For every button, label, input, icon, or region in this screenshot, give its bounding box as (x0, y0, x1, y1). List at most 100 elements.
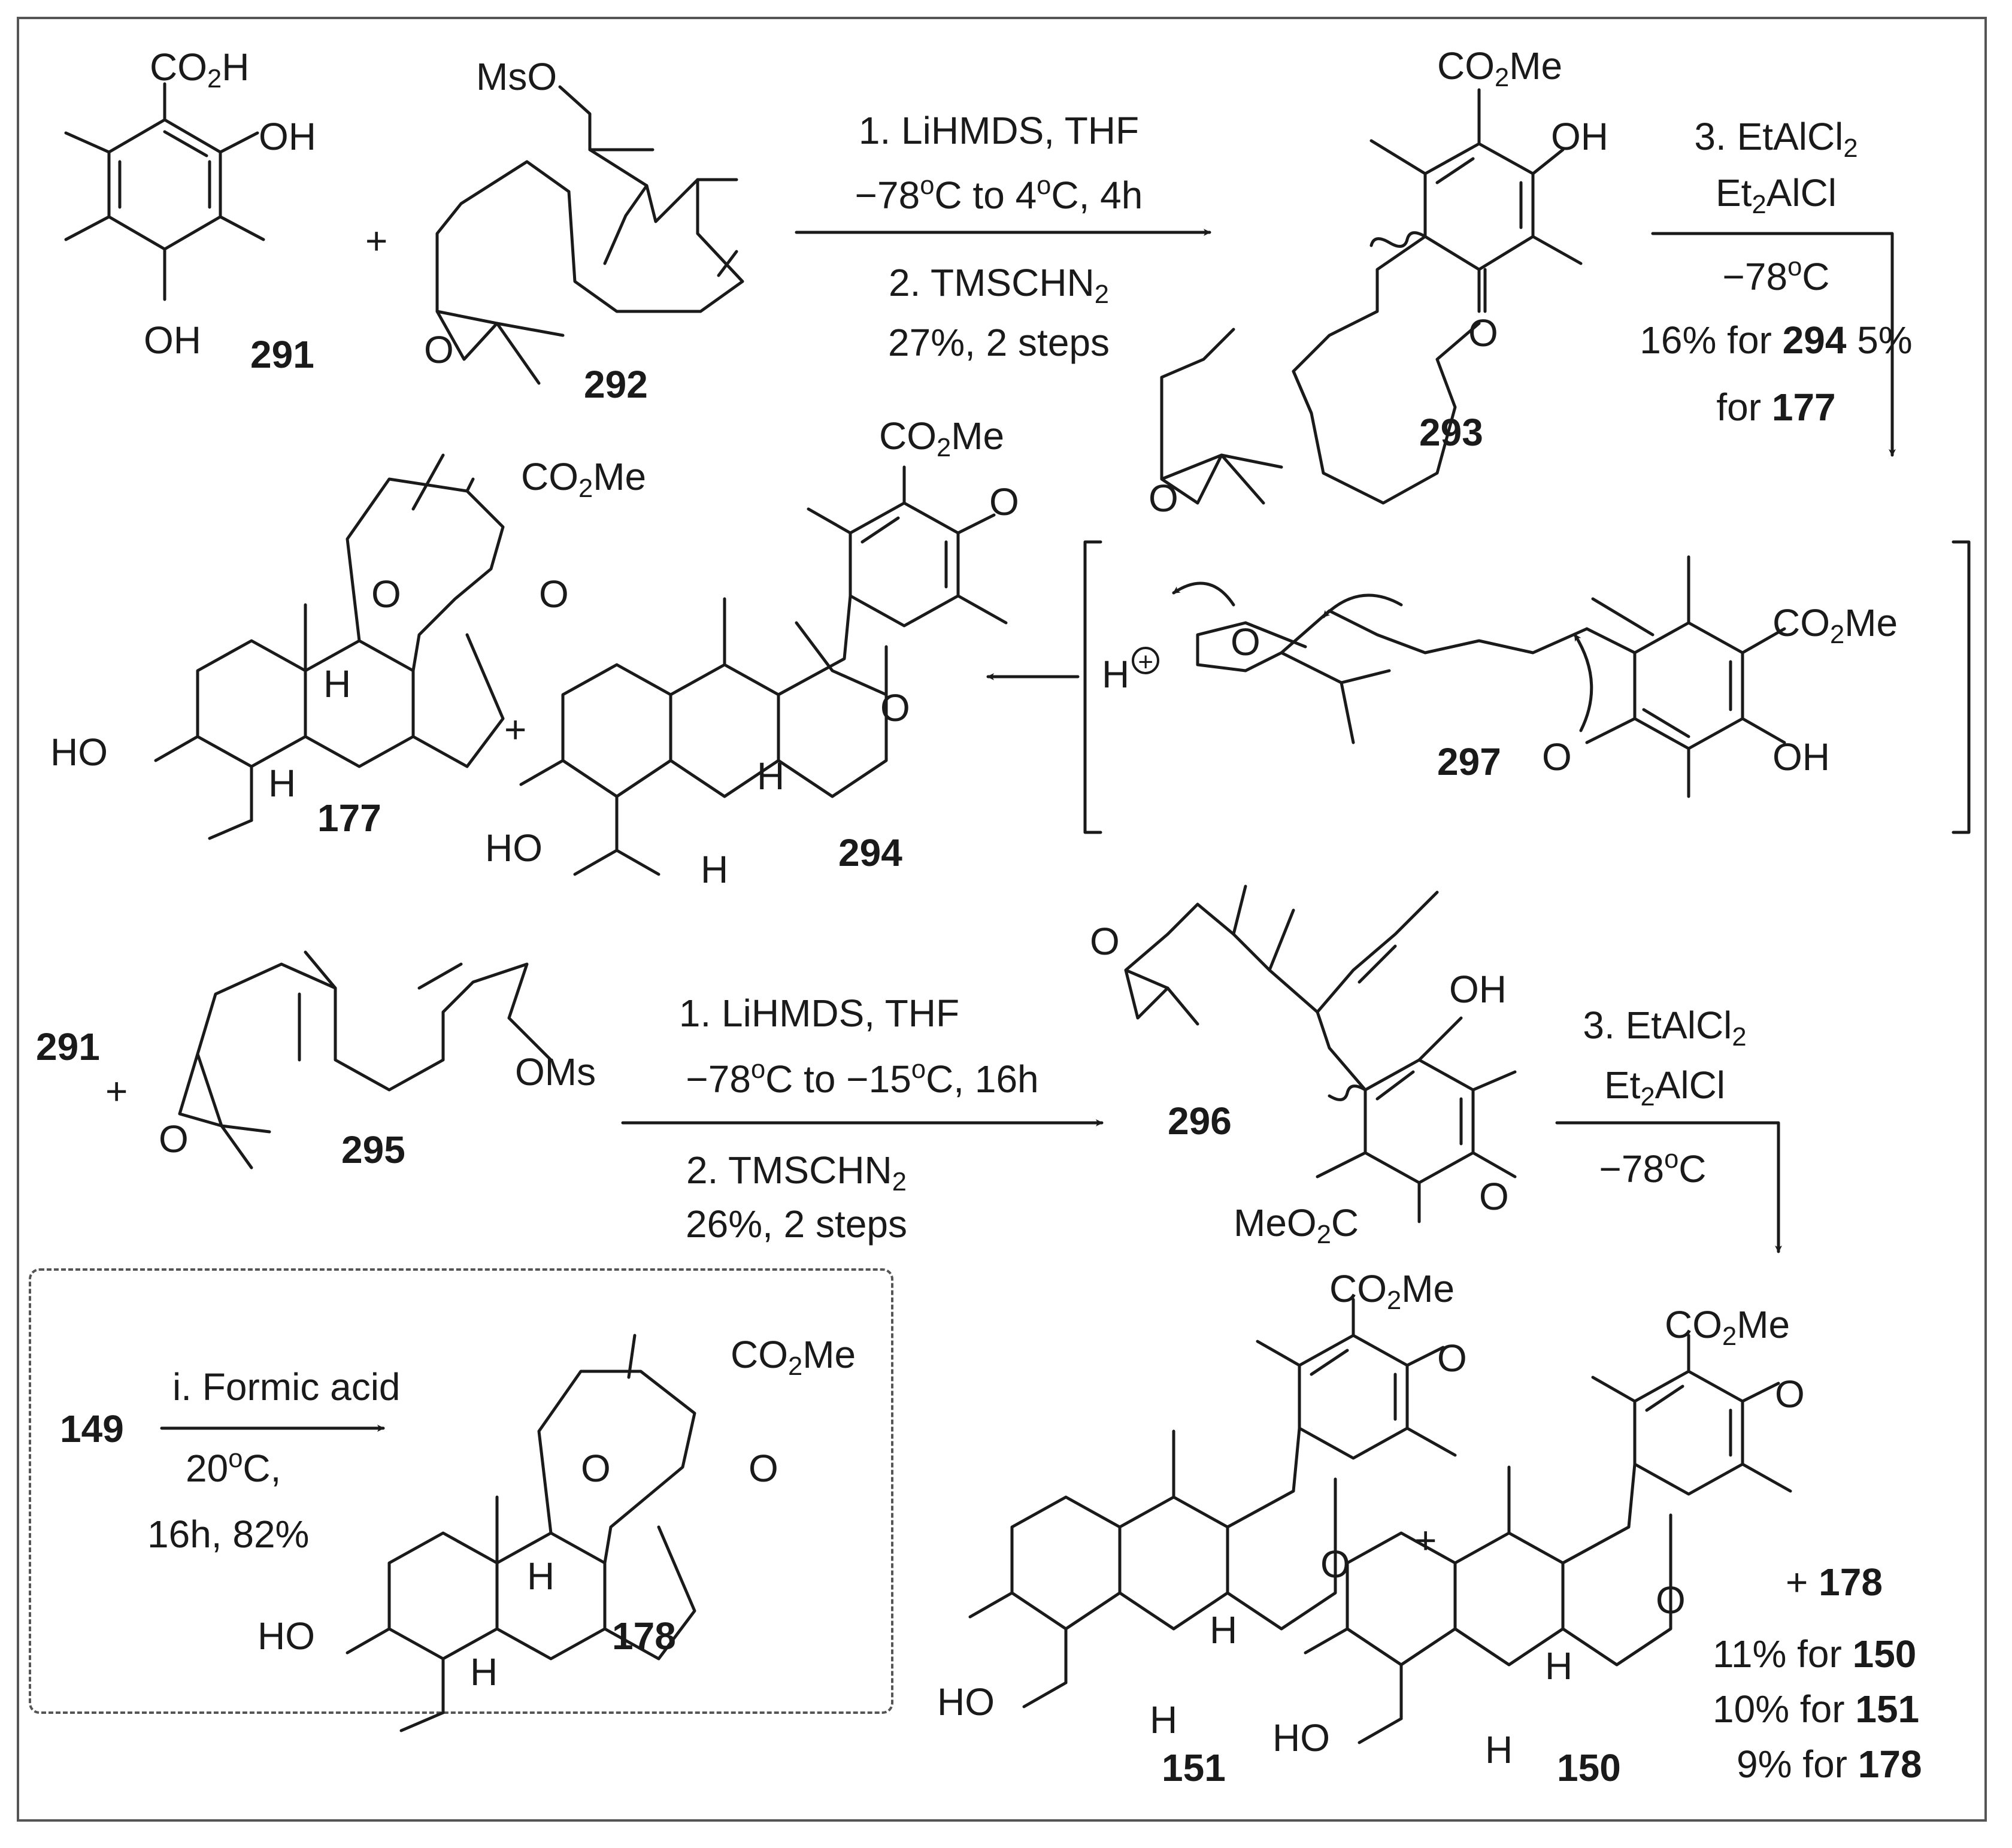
group-h-151-lower: H (1150, 1698, 1178, 1741)
plus-sign-1: + (365, 219, 388, 262)
group-oh-293: OH (1551, 115, 1608, 158)
step3a-line5: for 177 (1716, 386, 1836, 429)
step1-line2: −78oC to 4oC, 4h (855, 171, 1143, 217)
group-o-293: O (1468, 311, 1498, 355)
compound-label-149: 149 (60, 1407, 124, 1450)
group-co2me-293: CO2Me (1437, 44, 1563, 93)
group-h-294: H (757, 755, 785, 798)
step1b-line2: −78oC to −15oC, 16h (686, 1055, 1039, 1101)
compound-label-151: 151 (1162, 1746, 1226, 1789)
group-h-151: H (1210, 1608, 1238, 1652)
group-oh-291-bottom: OH (144, 319, 201, 362)
group-oh-296: OH (1449, 968, 1507, 1011)
molecule-291 (64, 82, 265, 301)
group-ho-178: HO (257, 1614, 315, 1658)
step1b-line4: 26%, 2 steps (686, 1202, 907, 1246)
molecule-177 (154, 453, 505, 840)
plus-sign-3: + (105, 1070, 128, 1113)
group-o-294-ketone: O (989, 480, 1019, 523)
group-mso-292: MsO (476, 55, 557, 98)
group-oh-291-top: OH (259, 115, 316, 158)
arrow-step3-bottom (1555, 1121, 1782, 1253)
group-co2me-297: CO2Me (1772, 601, 1898, 650)
compound-label-177: 177 (317, 796, 381, 840)
group-o-296: O (1479, 1175, 1509, 1218)
group-o-151-ring: O (1320, 1543, 1350, 1586)
group-meo2c-296: MeO2C (1234, 1201, 1359, 1250)
group-co2me-150: CO2Me (1665, 1303, 1790, 1352)
group-oms-295: OMs (515, 1050, 596, 1093)
group-o-177-b: O (539, 572, 569, 616)
formic-line3: 16h, 82% (147, 1513, 310, 1556)
molecule-150 (1304, 1334, 1792, 1744)
group-o-177-a: O (371, 572, 401, 616)
step1b-line3: 2. TMSCHN2 (686, 1149, 907, 1197)
group-o-296-epoxide: O (1090, 920, 1120, 963)
group-o-292: O (424, 328, 454, 371)
group-o-294-ring: O (880, 686, 910, 729)
group-co2me-294: CO2Me (879, 414, 1005, 463)
group-h-294-lower: H (701, 848, 729, 891)
compound-label-294: 294 (838, 831, 902, 874)
yield-151: 10% for 151 (1713, 1688, 1920, 1731)
step1-line1: 1. LiHMDS, THF (858, 109, 1140, 152)
group-h-150: H (1545, 1644, 1573, 1688)
step3a-line1: 3. EtAlCl2 (1694, 115, 1858, 163)
scheme-frame (17, 17, 1987, 1822)
molecule-295 (178, 950, 553, 1170)
group-h-178-lower: H (470, 1650, 498, 1694)
arrow-step3-top (1651, 232, 1896, 457)
group-ho-151: HO (937, 1680, 995, 1723)
group-o-293-epoxide: O (1149, 477, 1178, 520)
compound-label-296: 296 (1168, 1099, 1232, 1143)
step3b-line1: 3. EtAlCl2 (1583, 1004, 1747, 1052)
group-o-150-ring: O (1656, 1579, 1686, 1622)
group-o-297-ketone: O (1542, 735, 1572, 778)
molecule-294 (519, 465, 1008, 876)
molecule-297 (1172, 555, 1786, 798)
group-ho-150: HO (1272, 1716, 1330, 1759)
step1-line4: 27%, 2 steps (888, 321, 1110, 364)
compound-label-295: 295 (341, 1128, 405, 1171)
group-o-295: O (159, 1117, 189, 1161)
plus-sign-2: + (504, 708, 527, 751)
step1-line3: 2. TMSCHN2 (889, 261, 1109, 310)
molecule-296 (1124, 884, 1517, 1223)
group-ho-294: HO (485, 826, 543, 870)
group-co2me-177: CO2Me (521, 455, 647, 504)
bracket-right (1952, 540, 1971, 834)
compound-label-293: 293 (1419, 411, 1483, 454)
proton-label: H+ (1102, 647, 1160, 693)
group-o-151-ketone: O (1437, 1337, 1467, 1380)
compound-label-292: 292 (584, 363, 648, 406)
molecule-151 (968, 1298, 1457, 1708)
group-o-297-epoxide: O (1231, 620, 1260, 664)
group-co2h-291: CO2H (150, 46, 250, 94)
group-o-178-a: O (581, 1447, 611, 1490)
molecule-178 (346, 1334, 696, 1732)
group-h-178: H (527, 1555, 555, 1598)
step3a-line3: −78oC (1722, 253, 1830, 298)
yield-plus-178: + 178 (1786, 1561, 1883, 1604)
molecule-293 (1160, 88, 1583, 505)
formic-acid-inset-box (29, 1268, 893, 1714)
formic-line1: i. Formic acid (172, 1365, 401, 1408)
group-h-177-lower: H (268, 762, 296, 805)
step3b-line2: Et2AlCl (1604, 1064, 1726, 1112)
formic-line2: 20oC, (186, 1444, 281, 1490)
compound-label-297: 297 (1437, 740, 1501, 783)
group-co2me-178: CO2Me (731, 1333, 856, 1382)
bracket-left (1083, 540, 1102, 834)
molecule-292 (435, 85, 744, 385)
compound-label-291: 291 (250, 333, 314, 376)
compound-label-150: 150 (1557, 1746, 1621, 1789)
compound-label-291-reuse: 291 (36, 1025, 100, 1068)
step3a-line4: 16% for 294 5% (1640, 319, 1913, 362)
step3b-line3: −78oC (1599, 1145, 1707, 1190)
group-o-150-ketone: O (1775, 1373, 1805, 1416)
yield-150: 11% for 150 (1713, 1632, 1917, 1676)
group-h-177: H (323, 662, 352, 705)
group-h-150-lower: H (1485, 1728, 1513, 1771)
plus-sign-4: + (1414, 1519, 1437, 1562)
